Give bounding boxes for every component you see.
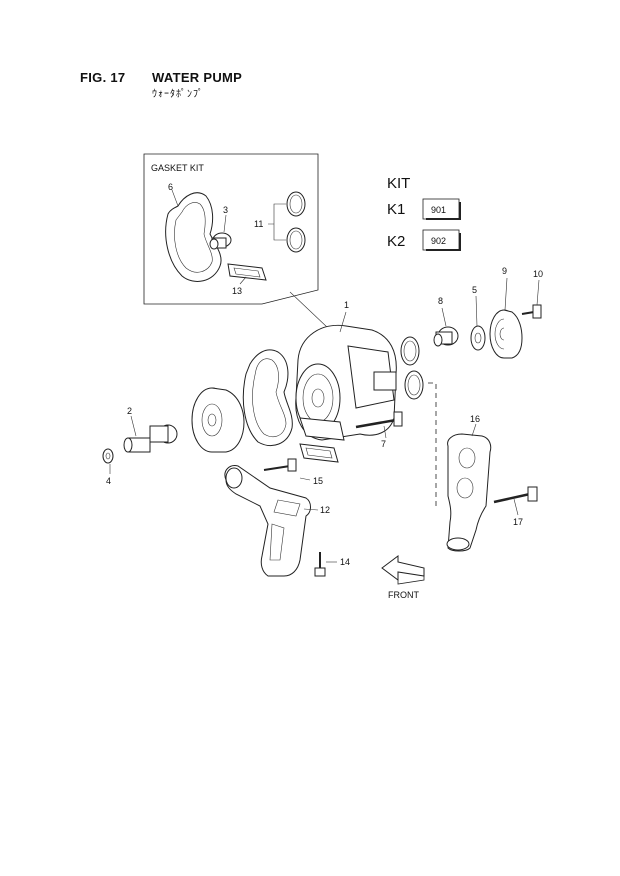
- callout-2-leader: [130, 415, 137, 437]
- callout-15: 15: [313, 476, 323, 486]
- callout-1-leader: [339, 311, 347, 333]
- kit-k2-box-shadow: [426, 233, 461, 251]
- callout-11: 11: [254, 219, 263, 229]
- callout-13-leader: [239, 276, 247, 285]
- figure-title: WATER PUMP: [152, 70, 243, 85]
- gasket-pipe-inner: [305, 447, 333, 459]
- callout-6: 6: [168, 182, 173, 192]
- callout-12-leader: [303, 508, 319, 511]
- figure-title-japanese: ｳｫｰﾀﾎﾟﾝﾌﾟ: [152, 89, 204, 100]
- washer-4: [102, 448, 114, 464]
- callout-11-bracket: [268, 203, 286, 241]
- pump-gasket: [242, 349, 293, 446]
- front-label: FRONT: [388, 590, 419, 600]
- kit-k2-label: K2: [387, 233, 405, 250]
- callout-6-leader: [171, 189, 179, 207]
- callout-9-leader: [504, 277, 508, 311]
- gasket-kit-leader: [289, 291, 329, 329]
- alignment-line: [428, 382, 437, 510]
- bolt-15: [263, 458, 297, 472]
- seal-3: [209, 232, 232, 250]
- o-ring-lower-inner: [407, 374, 421, 396]
- gasket-6: [165, 192, 222, 282]
- gasket-13-inner: [233, 267, 261, 278]
- o-rings-11: [286, 191, 306, 253]
- bolt-10: [521, 304, 542, 319]
- inlet-pipe-12: [224, 465, 311, 577]
- callout-16-leader: [471, 423, 477, 437]
- callout-16: 16: [470, 414, 480, 424]
- bolt-14: [314, 552, 326, 577]
- kit-k2-code: 902: [431, 236, 446, 246]
- callout-10-leader: [536, 279, 540, 306]
- thermostat-8: [433, 326, 459, 347]
- ring-5-hole: [474, 332, 482, 344]
- pump-gasket-inner: [252, 358, 287, 437]
- gasket-pipe: [299, 443, 339, 463]
- callout-15-leader: [299, 477, 311, 481]
- bolt-17: [493, 486, 538, 504]
- gasket-kit-label: GASKET KIT: [151, 163, 204, 173]
- callout-7-leader: [383, 425, 387, 439]
- callout-17-leader: [513, 498, 519, 516]
- washer-4-hole: [105, 452, 111, 460]
- gasket-6-inner: [174, 202, 213, 273]
- bolt-7: [355, 411, 403, 429]
- shaft-2: [123, 424, 178, 453]
- callout-8: 8: [438, 296, 443, 306]
- water-pump-body-1: [295, 324, 397, 441]
- callout-14: 14: [340, 557, 350, 567]
- figure-number: FIG. 17: [80, 70, 126, 85]
- pulley-9: [489, 309, 523, 359]
- callout-17: 17: [513, 517, 523, 527]
- kit-k1-label: K1: [387, 201, 405, 218]
- kit-k1-box-shadow: [426, 202, 461, 220]
- outlet-housing-16: [446, 433, 492, 552]
- callout-3-leader: [223, 214, 227, 233]
- ring-5: [470, 325, 486, 351]
- callout-5: 5: [472, 285, 477, 295]
- callout-5-leader: [475, 295, 478, 327]
- callout-12: 12: [320, 505, 330, 515]
- pulley: [191, 387, 245, 453]
- o-ring-upper-inner: [403, 340, 417, 362]
- gasket-13: [227, 263, 267, 281]
- callout-3: 3: [223, 205, 228, 215]
- callout-7: 7: [381, 439, 386, 449]
- kit-heading: KIT: [387, 175, 410, 192]
- callout-13: 13: [232, 286, 242, 296]
- callout-8-leader: [441, 307, 447, 327]
- kit-k1-code: 901: [431, 205, 446, 215]
- callout-1: 1: [344, 300, 349, 310]
- callout-4: 4: [106, 476, 111, 486]
- callout-10: 10: [533, 269, 543, 279]
- callout-2: 2: [127, 406, 132, 416]
- callout-9: 9: [502, 266, 507, 276]
- gasket-kit-box: [143, 153, 319, 305]
- front-arrow-icon: [381, 555, 425, 585]
